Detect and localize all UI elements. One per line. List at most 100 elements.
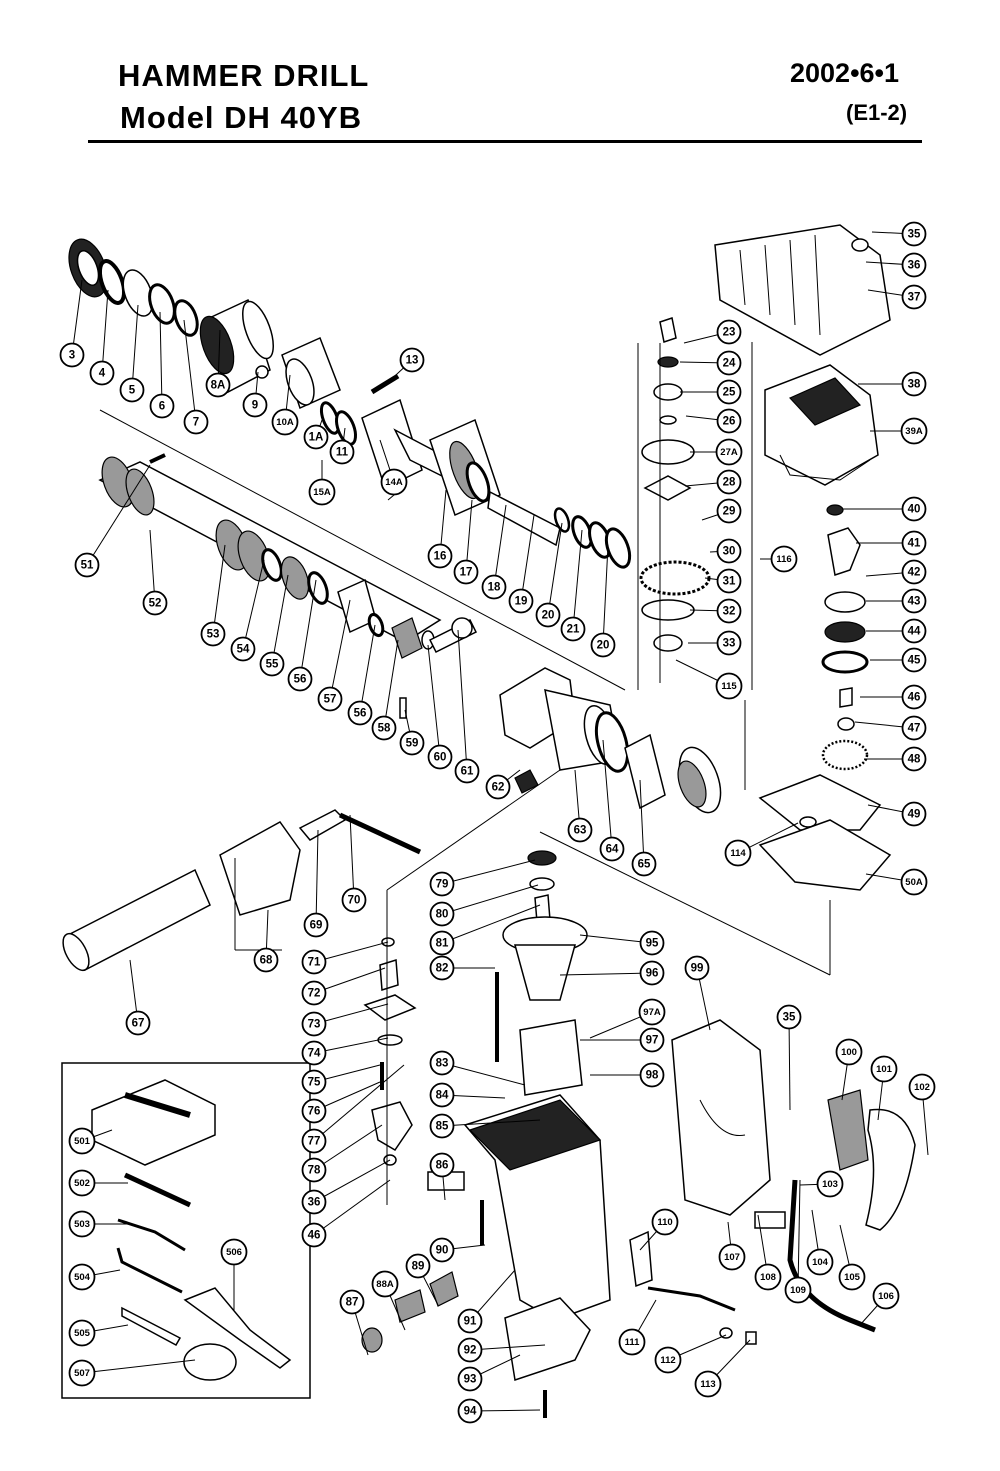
callout-circle: [429, 1237, 455, 1263]
callout-circle: [380, 468, 408, 496]
part-callout: 87: [339, 1289, 365, 1315]
part-callout: 105: [838, 1263, 866, 1291]
callout-label: 65: [638, 859, 651, 871]
callout-circle: [457, 1366, 483, 1392]
callout-circle: [259, 651, 285, 677]
drawing-code: (E1-2): [846, 100, 908, 125]
part-callout: 15A: [308, 478, 336, 506]
callout-circle: [68, 1319, 96, 1347]
callout-label: 21: [567, 624, 580, 636]
part-callout: 20: [535, 602, 561, 628]
leader-line: [602, 544, 609, 646]
part-callout: 61: [454, 758, 480, 784]
assembly-lines: [99, 409, 831, 1205]
callout-circle: [639, 960, 665, 986]
part-callout: 108: [754, 1263, 782, 1291]
part-callout: 36: [301, 1189, 327, 1215]
part-callout: 62: [485, 774, 511, 800]
callout-label: 81: [436, 938, 449, 950]
callout-label: 50A: [905, 877, 923, 888]
leader-line: [183, 319, 197, 423]
callout-circle: [715, 438, 743, 466]
callout-label: 107: [724, 1252, 740, 1263]
leader-line: [313, 967, 386, 994]
callout-circle: [715, 672, 743, 700]
part-callout: 101: [870, 1055, 898, 1083]
callout-circle: [429, 901, 455, 927]
part-callout: 46: [301, 1222, 327, 1248]
callout-circle: [347, 700, 373, 726]
leader-line: [313, 1159, 391, 1203]
callout-label: 92: [464, 1345, 477, 1357]
leader-line: [212, 544, 226, 635]
callout-label: 506: [226, 1247, 242, 1258]
part-callout: 76: [301, 1098, 327, 1124]
part-callout: 52: [142, 590, 168, 616]
callout-circle: [429, 955, 455, 981]
callout-circle: [718, 1243, 746, 1271]
callout-circle: [639, 930, 665, 956]
leader-line: [797, 1179, 801, 1291]
callout-circle: [308, 478, 336, 506]
callout-label: 115: [721, 681, 737, 692]
part-callout: 4: [89, 360, 115, 386]
part-callout: 54: [230, 636, 256, 662]
part-callout: 42: [901, 559, 927, 585]
callout-circle: [900, 868, 928, 896]
part-callout: 43: [901, 588, 927, 614]
callout-circle: [59, 342, 85, 368]
callout-circle: [303, 424, 329, 450]
callout-label: 96: [646, 968, 659, 980]
callout-label: 64: [606, 844, 619, 856]
part-callout: 88A: [371, 1270, 399, 1298]
callout-circle: [806, 1248, 834, 1276]
part-callout: 114: [724, 839, 752, 867]
housing-cover-37: [714, 224, 891, 356]
callout-circle: [427, 744, 453, 770]
part-callout: 37: [901, 284, 927, 310]
callout-circle: [301, 1098, 327, 1124]
part-callout: 96: [639, 960, 665, 986]
callout-label: 35: [783, 1012, 796, 1024]
part-callout: 109: [784, 1276, 812, 1304]
callout-circle: [900, 417, 928, 445]
grip-sleeve-8a: [199, 298, 274, 394]
handle-cover-99: [671, 1019, 786, 1229]
part-callout: 70: [341, 887, 367, 913]
callout-circle: [183, 409, 209, 435]
callout-label: 74: [308, 1048, 321, 1060]
callout-circle: [901, 496, 927, 522]
callout-label: 46: [308, 1230, 321, 1242]
part-callout: 107: [718, 1243, 746, 1271]
callout-circle: [638, 998, 666, 1026]
callout-circle: [716, 469, 742, 495]
callout-label: 75: [308, 1077, 321, 1089]
part-callout: 28: [716, 469, 742, 495]
part-callout: 113: [694, 1370, 722, 1398]
leader-line: [493, 504, 507, 588]
callout-circle: [901, 284, 927, 310]
part-callout: 47: [901, 715, 927, 741]
callout-label: 93: [464, 1374, 477, 1386]
callout-label: 52: [149, 598, 162, 610]
part-callout: 27A: [715, 438, 743, 466]
motor-housing: [361, 1094, 611, 1418]
callout-label: 36: [308, 1197, 321, 1209]
part-callout: 89: [405, 1253, 431, 1279]
part-callout: 65: [631, 851, 657, 877]
part-callout: 505: [68, 1319, 96, 1347]
crank-shaft-group: [758, 504, 892, 891]
leader-line: [520, 514, 535, 602]
callout-circle: [149, 393, 175, 419]
callout-circle: [654, 1346, 682, 1374]
part-callout: 35: [901, 221, 927, 247]
leader-line: [441, 884, 539, 915]
callout-label: 8A: [211, 380, 226, 392]
part-callout: 8A: [205, 372, 231, 398]
callout-label: 15A: [313, 487, 331, 498]
part-callout: 82: [429, 955, 455, 981]
part-callout: 1A: [303, 424, 329, 450]
callout-circle: [68, 1210, 96, 1238]
callout-label: 25: [723, 387, 736, 399]
leader-line: [359, 624, 376, 714]
